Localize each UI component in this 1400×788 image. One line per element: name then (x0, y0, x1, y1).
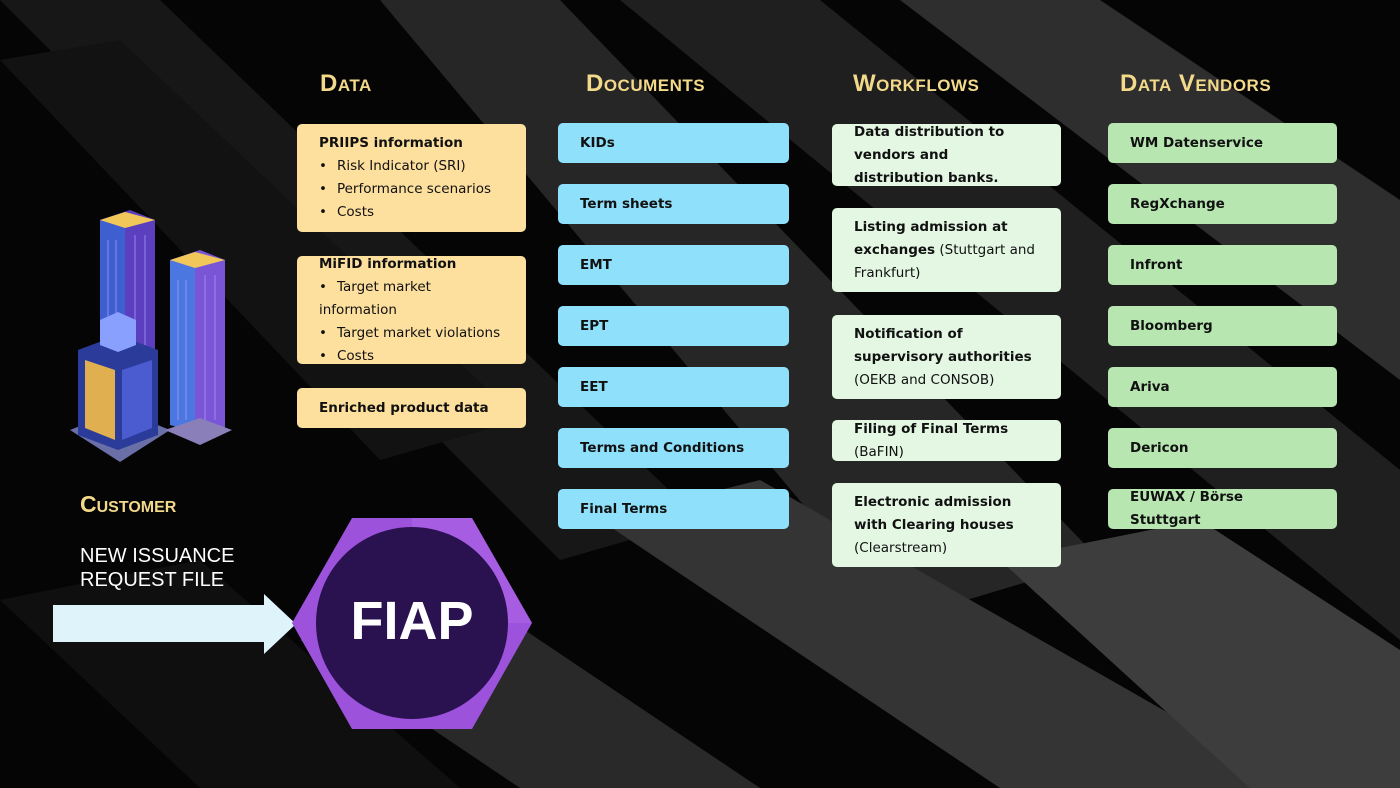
workflow-bold: Notification of supervisory authorities (854, 325, 1032, 365)
list-item: Costs (319, 201, 504, 224)
document-item: Terms and Conditions (558, 428, 789, 468)
mifid-box: MiFID information Target market informat… (297, 256, 526, 364)
vendor-label: Infront (1130, 256, 1183, 273)
workflow-bold: Listing admission at exchanges (854, 218, 1008, 258)
header-documents: Documents (586, 70, 706, 97)
enriched-box: Enriched product data (297, 388, 526, 428)
workflow-bold: Data distribution to vendors and distrib… (854, 123, 1005, 186)
document-label: KIDs (580, 134, 615, 151)
request-file-label: NEW ISSUANCE REQUEST FILE (80, 544, 234, 592)
customer-heading: Customer (80, 491, 177, 517)
mifid-title: MiFID information (319, 255, 457, 272)
workflow-item: Notification of supervisory authorities … (832, 315, 1061, 399)
enriched-label: Enriched product data (319, 399, 489, 416)
vendor-label: RegXchange (1130, 195, 1225, 212)
vendor-item: EUWAX / Börse Stuttgart (1108, 489, 1337, 529)
workflow-detail: (Stuttgart and Frankfurt) (854, 241, 1036, 281)
document-label: Term sheets (580, 195, 673, 212)
document-label: EPT (580, 317, 609, 334)
vendor-item: RegXchange (1108, 184, 1337, 224)
list-item: Target market violations (319, 322, 504, 345)
vendor-label: Bloomberg (1130, 317, 1213, 334)
workflow-bold: Electronic admission with Clearing house… (854, 493, 1014, 533)
vendor-item: WM Datenservice (1108, 123, 1337, 163)
workflow-bold: Filing of Final Terms (854, 420, 1009, 437)
vendor-item: Bloomberg (1108, 306, 1337, 346)
document-item: EPT (558, 306, 789, 346)
workflow-item: Listing admission at exchanges (Stuttgar… (832, 208, 1061, 292)
workflow-item: Electronic admission with Clearing house… (832, 483, 1061, 567)
buildings-illustration (70, 210, 232, 462)
vendor-label: WM Datenservice (1130, 134, 1263, 151)
list-item: Target market information (319, 276, 504, 322)
workflow-item: Data distribution to vendors and distrib… (832, 124, 1061, 186)
workflow-detail: (BaFIN) (854, 443, 904, 460)
document-label: Final Terms (580, 500, 668, 517)
workflow-detail: (Clearstream) (854, 539, 948, 556)
header-data: Data (320, 70, 372, 97)
fiap-label: FIAP (350, 591, 474, 651)
list-item: Costs (319, 345, 504, 368)
vendor-item: Dericon (1108, 428, 1337, 468)
priips-box: PRIIPS information Risk Indicator (SRI)P… (297, 124, 526, 232)
request-line-1: NEW ISSUANCE (80, 545, 235, 567)
list-item: Risk Indicator (SRI) (319, 155, 504, 178)
vendor-label: Ariva (1130, 378, 1170, 395)
request-line-2: REQUEST FILE (80, 569, 225, 591)
document-item: EMT (558, 245, 789, 285)
workflow-detail: (OEKB and CONSOB) (854, 371, 995, 388)
vendor-item: Ariva (1108, 367, 1337, 407)
document-label: Terms and Conditions (580, 439, 745, 456)
document-label: EMT (580, 256, 612, 273)
document-label: EET (580, 378, 608, 395)
list-item: Performance scenarios (319, 178, 504, 201)
document-item: Term sheets (558, 184, 789, 224)
header-workflows: Workflows (853, 70, 980, 97)
header-data-vendors: Data Vendors (1120, 70, 1272, 97)
priips-title: PRIIPS information (319, 135, 463, 151)
document-item: EET (558, 367, 789, 407)
document-item: Final Terms (558, 489, 789, 529)
vendor-item: Infront (1108, 245, 1337, 285)
workflow-item: Filing of Final Terms (BaFIN) (832, 420, 1061, 461)
vendor-label: EUWAX / Börse Stuttgart (1130, 489, 1244, 528)
vendor-label: Dericon (1130, 439, 1189, 456)
document-item: KIDs (558, 123, 789, 163)
